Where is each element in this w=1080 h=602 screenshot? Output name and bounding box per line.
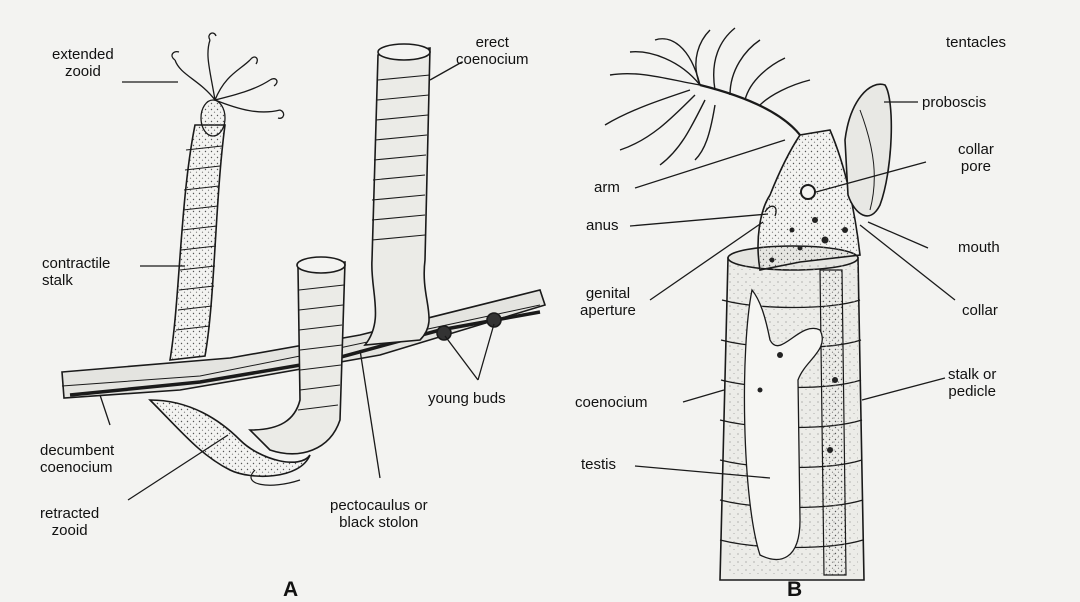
label-erect-coenocium: erect coenocium: [456, 34, 529, 68]
tentacles-shape: [605, 28, 810, 165]
label-stalk-or-pedicle: stalk or pedicle: [948, 366, 996, 400]
panel-letter-b: B: [787, 578, 802, 602]
label-retracted-zooid: retracted zooid: [40, 505, 99, 539]
panel-b-drawing: [605, 28, 891, 580]
extended-zooid-shape: [172, 33, 284, 136]
label-decumbent-coenocium: decumbent coenocium: [40, 442, 114, 476]
young-bud-1: [437, 326, 451, 340]
erect-coenocium-shape: [365, 48, 430, 345]
label-testis: testis: [581, 456, 616, 473]
label-mouth: mouth: [958, 239, 1000, 256]
label-collar-pore: collar pore: [958, 141, 994, 175]
contractile-stalk-shape: [170, 125, 225, 360]
label-genital-aperture: genital aperture: [580, 285, 636, 319]
label-pectocaulus: pectocaulus or black stolon: [330, 497, 428, 531]
label-tentacles: tentacles: [946, 34, 1006, 51]
panel-a-drawing: [62, 33, 545, 485]
label-anus: anus: [586, 217, 619, 234]
label-proboscis: proboscis: [922, 94, 986, 111]
label-young-buds: young buds: [428, 390, 506, 407]
panel-letter-a: A: [283, 578, 298, 602]
arm-shape: [700, 85, 800, 135]
collar-pore-shape: [801, 185, 815, 199]
zooid-body-shape: [758, 130, 860, 270]
stalk-pedicle-shape: [820, 270, 846, 575]
label-contractile-stalk: contractile stalk: [42, 255, 110, 289]
label-arm: arm: [594, 179, 620, 196]
label-extended-zooid: extended zooid: [52, 46, 114, 80]
proboscis-shape: [845, 84, 891, 216]
label-collar: collar: [962, 302, 998, 319]
label-coenocium: coenocium: [575, 394, 648, 411]
